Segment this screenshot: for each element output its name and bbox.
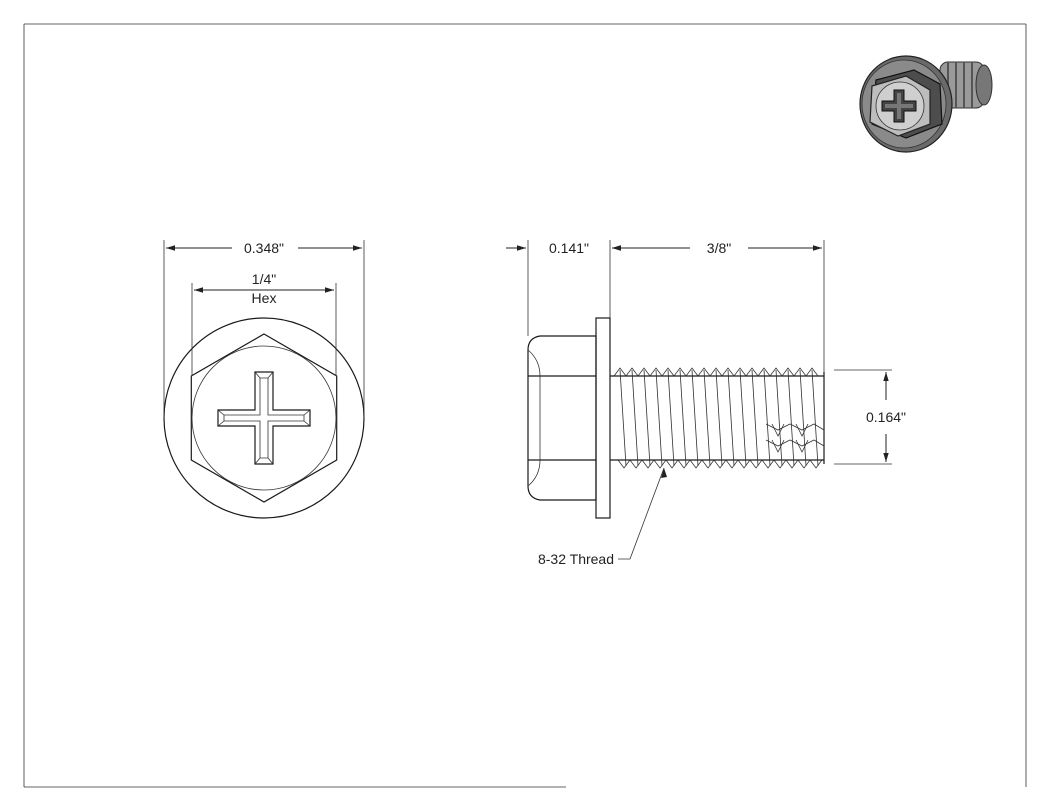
thread-crest-line xyxy=(619,369,627,467)
thread-diameter-dimension: 0.164" xyxy=(834,369,906,465)
thread-crest-line xyxy=(811,369,819,467)
thread-crest-line xyxy=(727,369,735,467)
iso-phillips-icon xyxy=(881,89,917,123)
thread-forming-tip xyxy=(765,423,825,453)
hex-size-label: 1/4" xyxy=(252,271,276,287)
thread-crests xyxy=(619,369,819,467)
end-view: 0.348" 1/4" Hex xyxy=(163,240,365,519)
overall-diameter-dimension: 0.348" xyxy=(163,240,365,418)
hex-washer-head-screw-icon xyxy=(859,55,993,153)
thread-crest-line xyxy=(691,369,699,467)
thread-callout: 8-32 Thread xyxy=(538,467,667,567)
thread-callout-label: 8-32 Thread xyxy=(538,551,614,567)
length-label: 3/8" xyxy=(707,240,731,256)
phillips-recess-icon xyxy=(217,371,311,465)
side-view: 0.141" 3/8" 0.164" 8-32 Thread xyxy=(506,240,906,567)
head-circle xyxy=(191,345,337,491)
hex-label: Hex xyxy=(252,290,277,306)
thread-crest-line xyxy=(679,369,687,467)
thread-crest-line xyxy=(715,369,723,467)
head-height-label: 0.141" xyxy=(549,240,589,256)
thread-crest-line xyxy=(631,369,639,467)
thread-diameter-label: 0.164" xyxy=(866,409,906,425)
length-dimension: 3/8" xyxy=(612,240,825,372)
hex-head-side xyxy=(527,335,597,501)
hex-size-dimension: 1/4" Hex xyxy=(191,271,337,376)
thread-crest-line xyxy=(799,369,807,467)
thread-crest-line xyxy=(655,369,663,467)
overall-diameter-label: 0.348" xyxy=(244,240,284,256)
thread-crest-line xyxy=(775,369,783,467)
sheet-border xyxy=(23,23,1027,788)
thread-crest-line xyxy=(763,369,771,467)
thread-crest-line xyxy=(739,369,747,467)
thread-crest-line xyxy=(787,369,795,467)
head-height-dimension: 0.141" xyxy=(506,240,632,336)
thread-crest-line xyxy=(667,369,675,467)
threaded-shank xyxy=(610,367,825,469)
flange-circle xyxy=(163,317,365,519)
washer-flange xyxy=(595,317,611,519)
thread-crest-line xyxy=(703,369,711,467)
hex-outline xyxy=(190,333,338,503)
thread-crest-line xyxy=(751,369,759,467)
thread-crest-line xyxy=(643,369,651,467)
